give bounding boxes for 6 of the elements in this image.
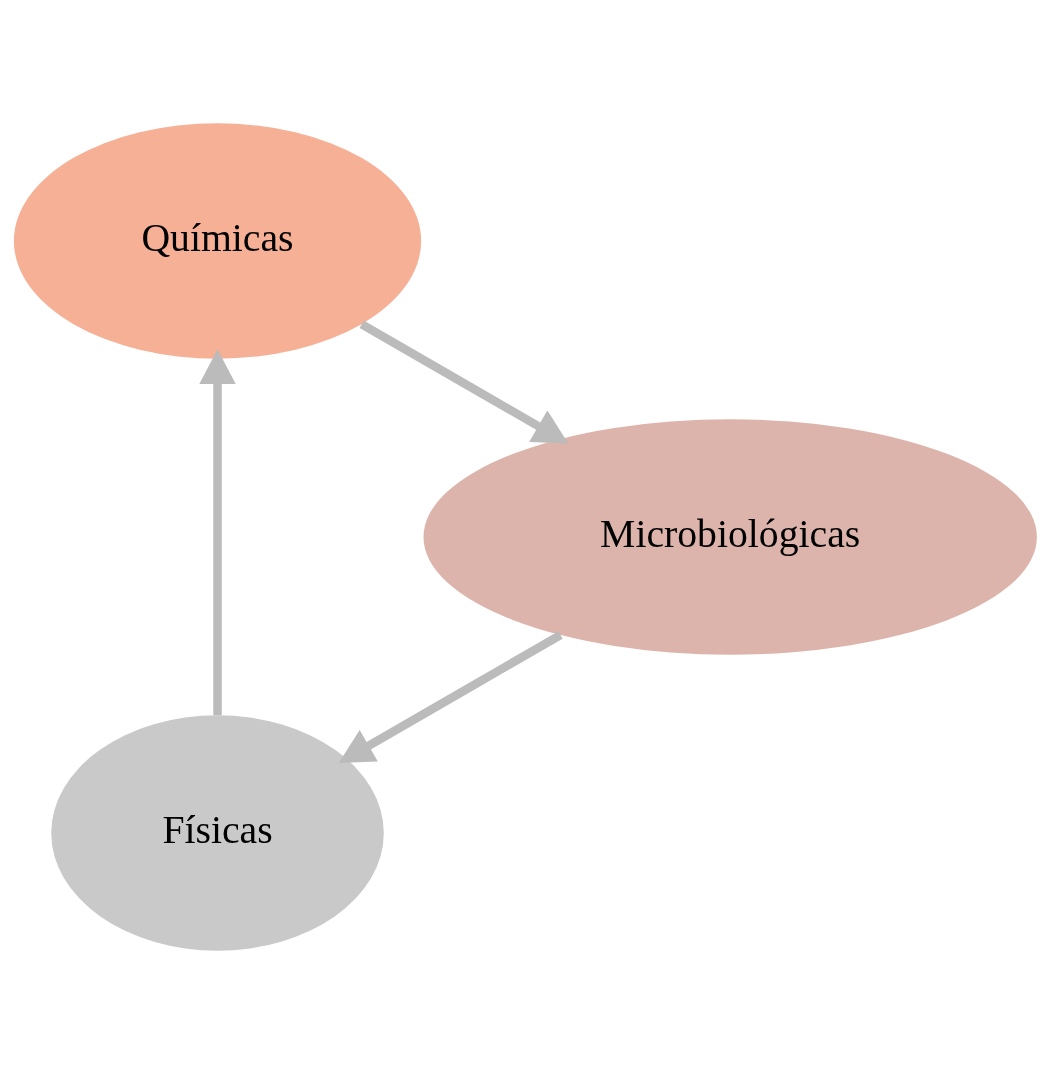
arrow xyxy=(199,348,236,715)
arrow xyxy=(359,320,569,443)
node-ellipse: Químicas xyxy=(13,122,422,359)
node-ellipse: Físicas xyxy=(51,714,384,951)
node-ellipse: Microbiológicas xyxy=(423,418,1037,655)
arrow xyxy=(338,630,563,763)
